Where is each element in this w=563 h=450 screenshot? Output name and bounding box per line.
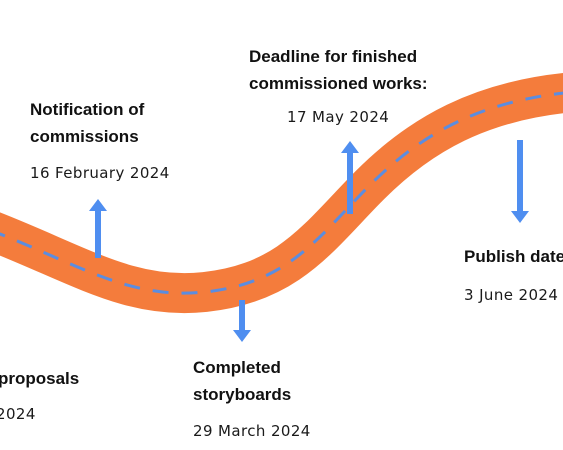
arrow-up-icon	[89, 199, 107, 258]
milestone-title-line: commissions	[30, 127, 139, 146]
milestone-date: 16 February 2024	[30, 164, 170, 182]
milestone-title-line: commissioned works:	[249, 74, 428, 93]
milestone-title: Deadline for finished commissioned works…	[249, 43, 428, 97]
milestone-title-line: Notification of	[30, 100, 145, 119]
arrow-up-icon	[341, 141, 359, 214]
milestone-title: Publish date	[464, 243, 563, 270]
milestone-title: proposals	[0, 365, 79, 392]
milestone-title: Notification of commissions	[30, 96, 144, 150]
milestone-date: 2024	[0, 405, 36, 423]
milestone-date: 29 March 2024	[193, 422, 311, 440]
milestone-title-line: Publish date	[464, 247, 563, 266]
milestone-date: 3 June 2024	[464, 286, 559, 304]
milestone-title: Completed storyboards	[193, 354, 291, 408]
milestone-title-line: Deadline for finished	[249, 47, 418, 66]
milestone-title-line: storyboards	[193, 385, 292, 404]
timeline-road-centerline	[0, 91, 563, 295]
milestone-title-line: Completed	[193, 358, 281, 377]
milestone-date: 17 May 2024	[287, 108, 390, 126]
milestone-title-line: proposals	[0, 369, 80, 388]
arrow-down-icon	[233, 300, 251, 342]
arrow-down-icon	[511, 140, 529, 223]
